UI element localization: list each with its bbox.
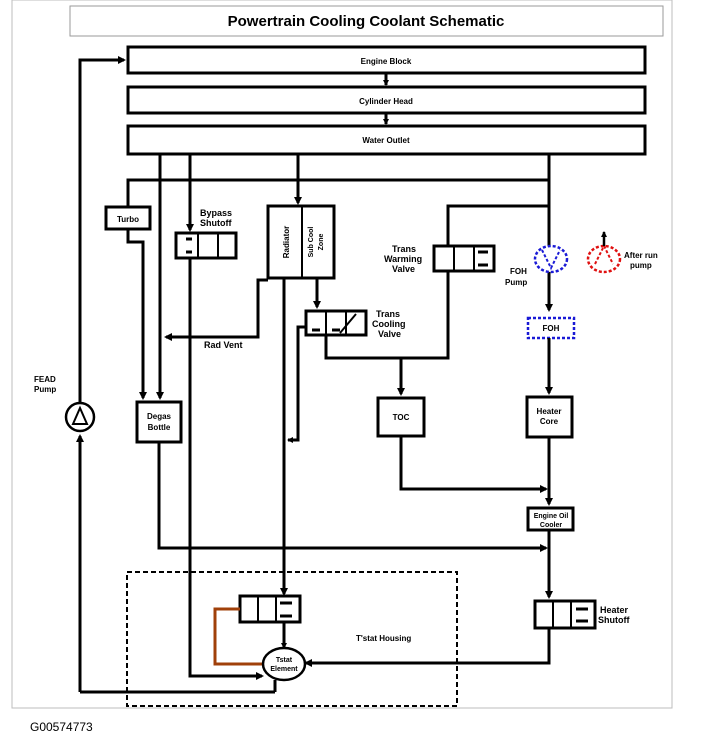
rad-vent-label: Rad Vent [204, 340, 243, 350]
fead-pump-label-line1: FEAD [34, 375, 56, 384]
engine-oil-cooler-label-line1: Engine Oil [534, 513, 569, 520]
heater-core-label-line2: Core [540, 417, 559, 426]
engine-block-label: Engine Block [361, 57, 412, 66]
engine-oil-cooler: Engine Oil Cooler [526, 506, 575, 532]
fead-pump-label-line2: Pump [34, 385, 56, 394]
heater-shutoff-valve: Heater Shutoff [533, 599, 630, 630]
trans-cooling-label-line2: Cooling [372, 319, 406, 329]
after-run-pump-label-line1: After run [624, 251, 658, 260]
trans-cooling-to-toc-line [324, 335, 405, 396]
trans-warming-valve: Trans Warming Valve [384, 204, 549, 360]
radiator-label: Radiator [282, 226, 291, 258]
title-box [69, 5, 664, 37]
foh-pump: FOH Pump [505, 244, 569, 287]
degas-bottle-label-line2: Bottle [148, 423, 171, 432]
turbo-label: Turbo [117, 215, 139, 224]
heater-shutoff-label-line1: Heater [600, 605, 629, 615]
degas-to-oil-cooler-line [157, 442, 548, 552]
engine-block: Engine Block [126, 45, 647, 75]
foh-pump-label-line2: Pump [505, 278, 527, 287]
bypass-shutoff-label-line2: Shutoff [200, 218, 232, 228]
after-run-pump: After run pump [586, 231, 658, 274]
trans-warming-label-line2: Warming [384, 254, 422, 264]
outer-frame [11, 0, 673, 709]
fead-pump: FEAD Pump [34, 375, 96, 433]
toc-label: TOC [393, 413, 410, 422]
tstat-element-label-line2: Element [270, 666, 298, 673]
sub-cool-zone-label-line1: Sub Cool [308, 227, 315, 258]
foh-label: FOH [543, 324, 560, 333]
bypass-shutoff-valve: Bypass Shutoff [174, 154, 264, 680]
tstat-actuator-link [213, 607, 262, 666]
toc: TOC [376, 396, 426, 438]
tstat-valve [238, 594, 302, 624]
degas-bottle: Degas Bottle [135, 400, 183, 444]
heater-shutoff-to-tstat-line [304, 628, 551, 667]
degas-bottle-label-line1: Degas [147, 412, 172, 421]
water-outlet: Water Outlet [126, 124, 647, 156]
fead-pump-circuit [76, 56, 275, 694]
foh-pump-label-line1: FOH [510, 267, 527, 276]
heater-core: Heater Core [525, 395, 574, 439]
tstat-housing [126, 571, 458, 707]
water-outlet-label: Water Outlet [362, 136, 410, 145]
after-run-pump-label-line2: pump [630, 261, 652, 270]
toc-to-oil-cooler-line [399, 436, 548, 493]
diagram-title: Powertrain Cooling Coolant Schematic [228, 13, 505, 30]
tstat-housing-label: T'stat Housing [356, 634, 411, 643]
tstat-element-label-line1: Tstat [276, 657, 293, 664]
trans-warming-label-line1: Trans [392, 244, 416, 254]
trans-cooling-label-line3: Valve [378, 329, 401, 339]
heater-shutoff-label-line2: Shutoff [598, 615, 630, 625]
trans-cooling-label-line1: Trans [376, 309, 400, 319]
rad-vent-line [164, 278, 268, 341]
bypass-shutoff-label-line1: Bypass [200, 208, 232, 218]
tstat-element: Tstat Element [261, 646, 307, 682]
trans-cooling-valve: Trans Cooling Valve [304, 278, 406, 339]
foh-heater: FOH [526, 316, 576, 340]
sub-cool-zone-label-line2: Zone [318, 234, 325, 251]
cylinder-head-label: Cylinder Head [359, 97, 413, 106]
trans-cooling-bypass-line [287, 325, 306, 443]
cylinder-head: Cylinder Head [126, 85, 647, 115]
heater-core-label-line1: Heater [537, 407, 562, 416]
radiator: Radiator Sub Cool Zone [266, 154, 336, 280]
trans-warming-label-line3: Valve [392, 264, 415, 274]
turbo-branch: Turbo [104, 178, 549, 400]
figure-id: G00574773 [30, 720, 93, 734]
engine-oil-cooler-label-line2: Cooler [540, 522, 562, 529]
